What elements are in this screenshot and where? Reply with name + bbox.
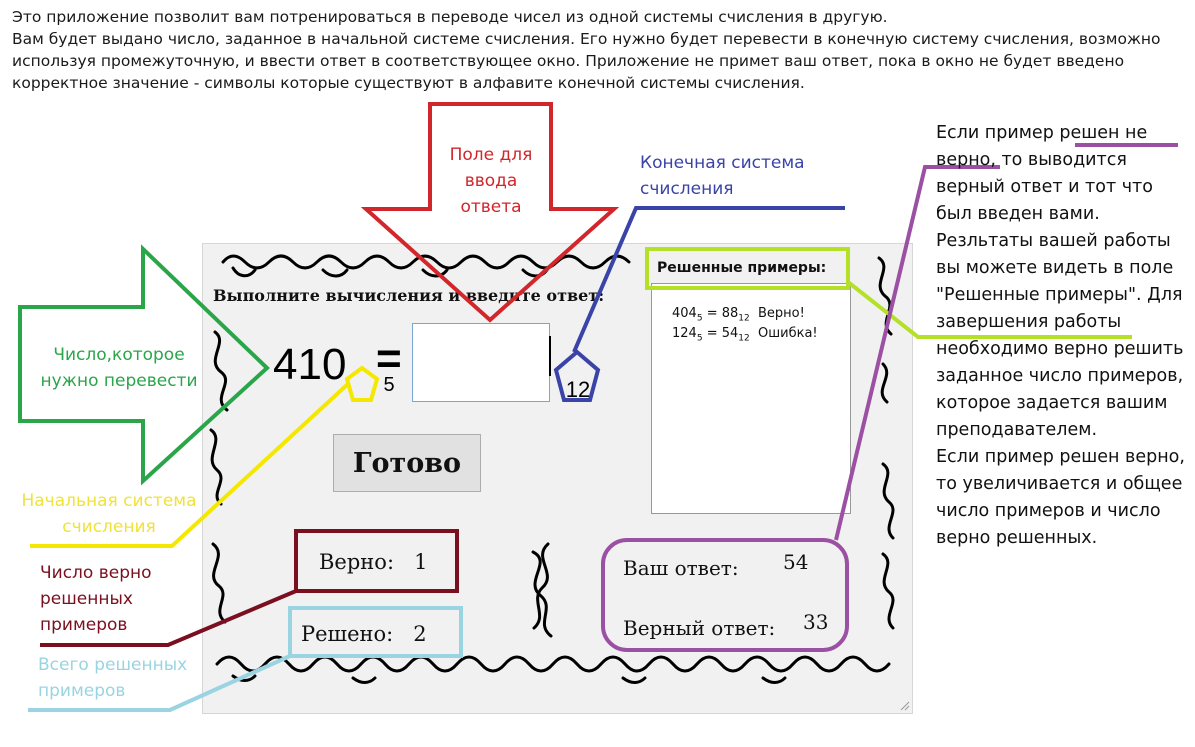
correct-count-note: Число верно решенных примеров xyxy=(40,563,152,635)
solved-count: 2 xyxy=(413,622,427,646)
your-answer-value: 54 xyxy=(783,550,809,574)
app-window: Выполните вычисления и введите ответ: 41… xyxy=(202,243,913,714)
side-note-1: Если пример решен не верно, то выводится… xyxy=(936,123,1184,440)
done-button[interactable]: Готово xyxy=(333,434,481,492)
solved-count-row: Решено: 2 xyxy=(301,622,427,646)
solved-row: 1245 = 5412 Ошибка! xyxy=(672,326,818,344)
correct-answer-label: Верный ответ: xyxy=(623,616,776,640)
answer-input[interactable] xyxy=(412,323,550,402)
correct-answer-value: 33 xyxy=(803,610,829,634)
intro-text: Это приложение позволит вам потренироват… xyxy=(12,6,1182,94)
side-note-2: Если пример решен верно, то увеличиваетс… xyxy=(936,447,1185,548)
number-to-convert: 410 xyxy=(273,340,347,389)
solved-examples-panel: 4045 = 8812 Верно! 1245 = 5412 Ошибка! xyxy=(651,283,851,514)
target-system-note: Конечная система счисления xyxy=(640,153,805,199)
equals-sign: = xyxy=(376,334,402,383)
correct-label: Верно: xyxy=(319,550,395,574)
intro-line-2: Вам будет выдано число, заданное в начал… xyxy=(12,30,1161,92)
correct-count: 1 xyxy=(414,550,428,574)
source-system-note: Начальная система счисления xyxy=(21,491,197,537)
total-solved-note: Всего решенных примеров xyxy=(38,655,188,701)
text-caret xyxy=(549,336,551,376)
number-to-convert-note: Число,которое нужно перевести xyxy=(40,345,198,391)
input-field-note: Поле для ввода ответа xyxy=(449,145,533,217)
side-explanation: Если пример решен не верно, то выводится… xyxy=(936,120,1186,552)
solved-label: Решено: xyxy=(301,622,394,646)
source-base: 5 xyxy=(383,374,395,396)
resize-grip-icon[interactable] xyxy=(900,701,910,711)
app-prompt: Выполните вычисления и введите ответ: xyxy=(213,286,605,305)
intro-line-1: Это приложение позволит вам потренироват… xyxy=(12,8,888,26)
solved-row: 4045 = 8812 Верно! xyxy=(672,306,805,324)
your-answer-label: Ваш ответ: xyxy=(623,556,739,580)
correct-count-row: Верно: 1 xyxy=(319,550,427,574)
target-base: 12 xyxy=(565,377,591,402)
solved-panel-title: Решенные примеры: xyxy=(657,260,827,276)
